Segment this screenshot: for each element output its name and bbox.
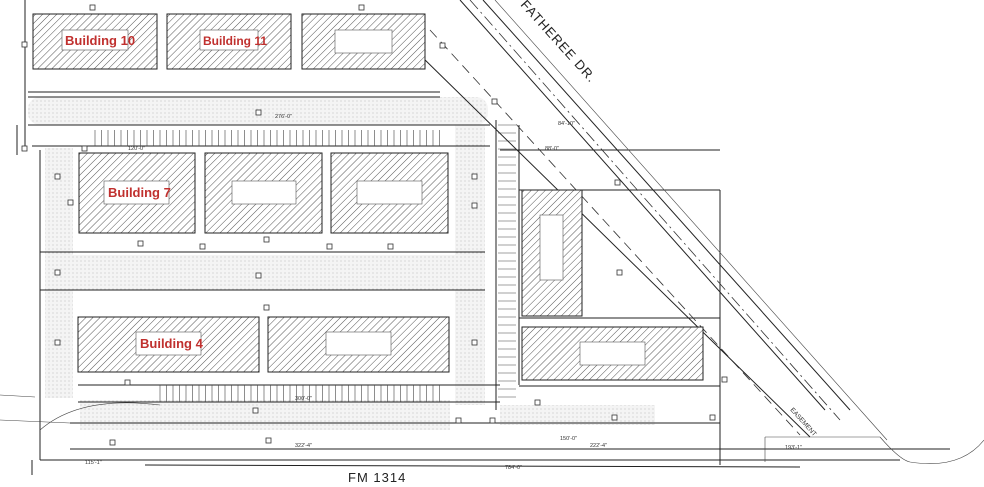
dim-right-width: 88'-0" (545, 146, 559, 152)
lot-marker-icon (21, 145, 28, 152)
lot-marker-icon (721, 376, 728, 383)
site-linework (0, 0, 984, 475)
lot-marker-icon (455, 417, 462, 424)
lot-markers (21, 4, 728, 446)
lot-marker-icon (471, 173, 478, 180)
building-4-label: Building 4 (140, 336, 204, 351)
lot-marker-icon (611, 414, 618, 421)
lot-marker-icon (709, 414, 716, 421)
easement-label: EASEMENT (789, 407, 818, 438)
building-11-label: Building 11 (203, 34, 267, 48)
lot-marker-icon (54, 269, 61, 276)
lot-marker-icon (534, 399, 541, 406)
dim-b4-drive: 300'-0" (295, 396, 312, 402)
building-4: Building 4 (77, 316, 260, 373)
dim-right-width2: 84'-10" (558, 121, 575, 127)
building-11: Building 11 (166, 13, 292, 70)
dim-south-mid: 222'-4" (590, 443, 607, 449)
dimension-labels: 276'-0" 300'-0" 322'-4" 222'-4" 150'-0" … (85, 114, 802, 471)
lot-marker-icon (326, 243, 333, 250)
lot-marker-icon (614, 179, 621, 186)
building-7: Building 7 (78, 152, 196, 234)
lot-marker-icon (358, 4, 365, 11)
fatheree-drive-road (419, 0, 888, 441)
dim-west-frontage: 115'-1" (85, 460, 102, 466)
lot-marker-icon (252, 407, 259, 414)
lot-marker-icon (491, 98, 498, 105)
building-7-label: Building 7 (108, 185, 171, 200)
lot-marker-icon (265, 437, 272, 444)
lot-marker-icon (255, 109, 262, 116)
lot-marker-icon (81, 145, 88, 152)
paved-areas (28, 97, 655, 430)
parking-stalls (94, 124, 516, 402)
dim-south-far: 193'-1" (785, 445, 802, 451)
lot-marker-icon (109, 439, 116, 446)
lot-marker-icon (255, 272, 262, 279)
lot-marker-icon (54, 173, 61, 180)
lot-marker-icon (263, 236, 270, 243)
lot-marker-icon (21, 41, 28, 48)
fatheree-drive-label: FATHEREE DR. (518, 0, 600, 86)
lot-marker-icon (471, 202, 478, 209)
lot-marker-icon (439, 42, 446, 49)
building-east-south (521, 326, 704, 381)
lot-marker-icon (263, 304, 270, 311)
building-7-east (330, 152, 449, 234)
building-4-east (267, 316, 450, 373)
building-top-right (301, 13, 426, 70)
building-10-label: Building 10 (65, 33, 135, 48)
building-east-north (521, 189, 583, 317)
lot-marker-icon (124, 379, 131, 386)
lot-marker-icon (137, 240, 144, 247)
dim-frontage: 784'-0" (505, 465, 522, 471)
lot-marker-icon (616, 269, 623, 276)
dim-south-left: 322'-4" (295, 443, 312, 449)
dim-b7-width: 120'-0" (128, 146, 145, 152)
lot-marker-icon (54, 339, 61, 346)
lot-marker-icon (387, 243, 394, 250)
lot-marker-icon (67, 199, 74, 206)
dim-top-drive: 276'-0" (275, 114, 292, 120)
lot-marker-icon (199, 243, 206, 250)
building-10: Building 10 (32, 13, 158, 70)
fm-1314-label: FM 1314 (348, 470, 406, 485)
lot-marker-icon (489, 417, 496, 424)
dim-south-right: 150'-0" (560, 436, 577, 442)
lot-marker-icon (471, 339, 478, 346)
lot-marker-icon (89, 4, 96, 11)
building-7-middle (204, 152, 323, 234)
